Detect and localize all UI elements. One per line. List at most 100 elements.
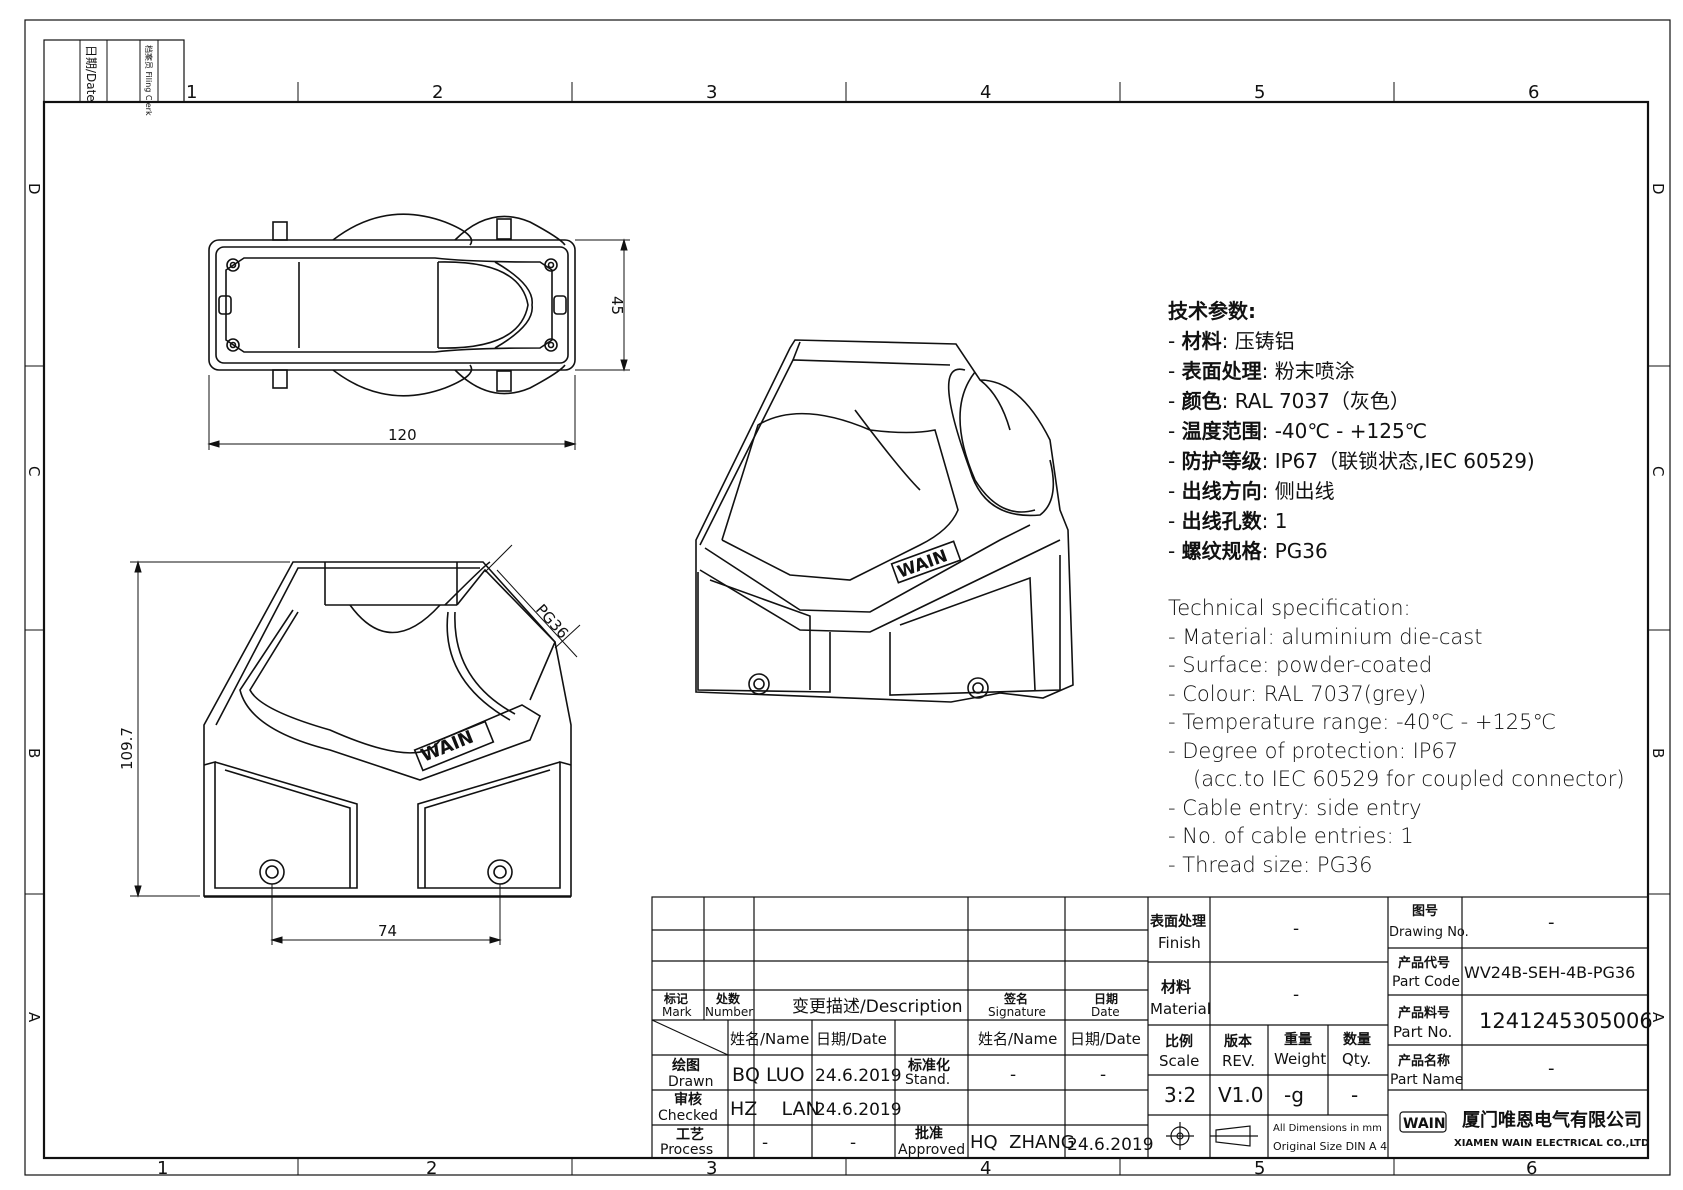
top-view-dims [207,238,630,450]
tb-rev-cn: 版本 [1224,1033,1253,1050]
tb-approved-name: HQ ZHANG [970,1132,1075,1153]
tb-part-name-val: - [1548,1058,1555,1079]
tb-material-val: - [1293,985,1299,1005]
tb-part-no-en: Part No. [1393,1023,1452,1041]
dim-front-height: 109.7 [118,727,136,770]
spec-en-line: - Material: aluminium die-cast [1168,624,1483,649]
tb-signature-en: Signature [988,1005,1046,1019]
top-view [208,213,576,397]
tb-date-hdr2: 日期/Date [1070,1030,1141,1048]
tb-date-cn: 日期 [1094,991,1118,1006]
row-label-left: D [25,183,43,195]
tb-part-name-cn: 产品名称 [1398,1053,1450,1069]
tech-spec: 技术参数: - 材料: 压铸铝 - 表面处理: 粉末喷涂 - 颜色: RAL 7… [1168,296,1648,879]
row-label-left: B [25,748,43,758]
tb-part-code-en: Part Code [1392,974,1460,990]
spec-en-line: - Cable entry: side entry [1168,795,1422,820]
row-label-right: B [1649,748,1667,758]
tb-finish-en: Finish [1158,934,1201,952]
tb-scale-cn: 比例 [1165,1033,1193,1050]
tb-part-code-cn: 产品代号 [1398,955,1450,971]
col-label-top: 5 [1254,82,1265,103]
tb-weight-val: -g [1284,1083,1304,1107]
col-label-top: 3 [706,82,717,103]
zone-labels: 1 2 3 4 5 6 1 2 3 4 5 6 D C B A D C B A [25,82,1667,1179]
spec-cn-line: - 表面处理: 粉末喷涂 [1168,359,1355,383]
tb-drawn-name: BQ LUO [732,1064,805,1086]
outer-frame [24,19,1671,1176]
spec-cn-line: - 颜色: RAL 7037（灰色） [1168,389,1410,413]
spec-cn-line: - 出线方向: 侧出线 [1168,479,1335,503]
tb-weight-cn: 重量 [1284,1031,1312,1048]
row-label-right: A [1649,1012,1667,1023]
tb-company-cn: 厦门唯恩电气有限公司 [1462,1109,1642,1131]
spec-en-line: - Thread size: PG36 [1168,852,1373,877]
tb-scale-val: 3:2 [1164,1083,1196,1107]
tb-part-no-cn: 产品料号 [1398,1005,1450,1021]
tb-stand-name: - [1010,1065,1016,1085]
tb-dims-note1: All Dimensions in mm [1273,1123,1382,1134]
front-view [203,561,572,898]
spec-en-line: - No. of cable entries: 1 [1168,824,1414,848]
col-label-top: 2 [432,82,443,103]
dim-top-width: 120 [388,426,417,444]
tb-material-cn: 材料 [1161,978,1191,996]
spec-en-line: (acc.to IEC 60529 for coupled connector) [1193,767,1625,791]
col-label-top: 6 [1528,82,1539,103]
spec-en-line: - Temperature range: -40℃ - +125℃ [1168,710,1557,734]
tb-number-cn: 处数 [715,991,741,1006]
tb-drawing-no-cn: 图号 [1412,904,1438,919]
iso-view-logo: WAIN [895,546,950,582]
tb-part-name-en: Part Name [1390,1072,1463,1088]
spec-cn-line: - 防护等级: IP67（联锁状态,IEC 60529) [1168,449,1535,473]
col-label-top: 1 [186,82,197,103]
tb-signature-cn: 签名 [1003,991,1028,1006]
tb-approved-cn: 批准 [915,1125,943,1142]
spec-cn-line: - 出线孔数: 1 [1168,509,1288,533]
tb-mark-cn: 标记 [663,991,688,1006]
col-label-bottom: 2 [426,1158,437,1179]
col-label-bottom: 3 [706,1158,717,1179]
row-label-left: C [25,466,43,476]
tb-checked-en: Checked [658,1108,718,1124]
tb-part-no-val: 1241245305006 [1479,1009,1653,1033]
tb-stand-cn: 标准化 [907,1057,950,1074]
row-label-left: A [25,1012,43,1023]
tb-process-cn: 工艺 [676,1126,704,1143]
col-label-bottom: 6 [1526,1158,1537,1179]
tb-drawn-date: 24.6.2019 [815,1066,902,1086]
col-label-top: 4 [980,82,991,103]
tb-dims-note2: Original Size DIN A 4 [1273,1140,1387,1153]
tb-qty-val: - [1351,1083,1358,1107]
tb-weight-en: Weight [1274,1050,1326,1068]
tb-qty-cn: 数量 [1343,1031,1371,1048]
tb-scale-en: Scale [1159,1052,1199,1070]
tb-date-hdr: 日期/Date [816,1030,887,1048]
tb-process-date: - [850,1133,856,1153]
col-label-bottom: 1 [157,1158,168,1179]
tb-part-code-val: WV24B-SEH-4B-PG36 [1464,963,1635,982]
spec-cn-line: - 材料: 压铸铝 [1168,329,1295,353]
tb-rev-en: REV. [1222,1052,1255,1070]
tb-qty-en: Qty. [1342,1050,1371,1068]
tb-finish-cn: 表面处理 [1149,913,1206,930]
filing-clerk-label: 档案员 Filing Clerk [144,45,154,116]
tb-checked-cn: 审核 [674,1091,702,1108]
spec-cn-line: - 螺纹规格: PG36 [1168,539,1328,563]
tb-approved-date: 24.6.2019 [1067,1135,1154,1155]
spec-cn-line: - 温度范围: -40℃ - +125℃ [1168,419,1428,443]
row-label-right: D [1649,183,1667,195]
dim-top-height: 45 [608,296,626,315]
dim-front-holes: 74 [378,922,397,940]
zone-ticks [25,82,1670,1175]
tb-desc: 变更描述/Description [792,997,963,1017]
spec-cn-title: 技术参数: [1168,299,1256,323]
tb-name-hdr2: 姓名/Name [978,1030,1057,1048]
tb-process-en: Process [660,1142,713,1158]
tb-drawn-en: Drawn [668,1074,713,1090]
title-block-text: 标记 Mark 处数 Number 变更描述/Description 签名 Si… [658,904,1653,1158]
tb-company-logo: WAIN [1403,1116,1446,1132]
tb-rev-val: V1.0 [1218,1083,1264,1107]
iso-view [695,339,1074,703]
